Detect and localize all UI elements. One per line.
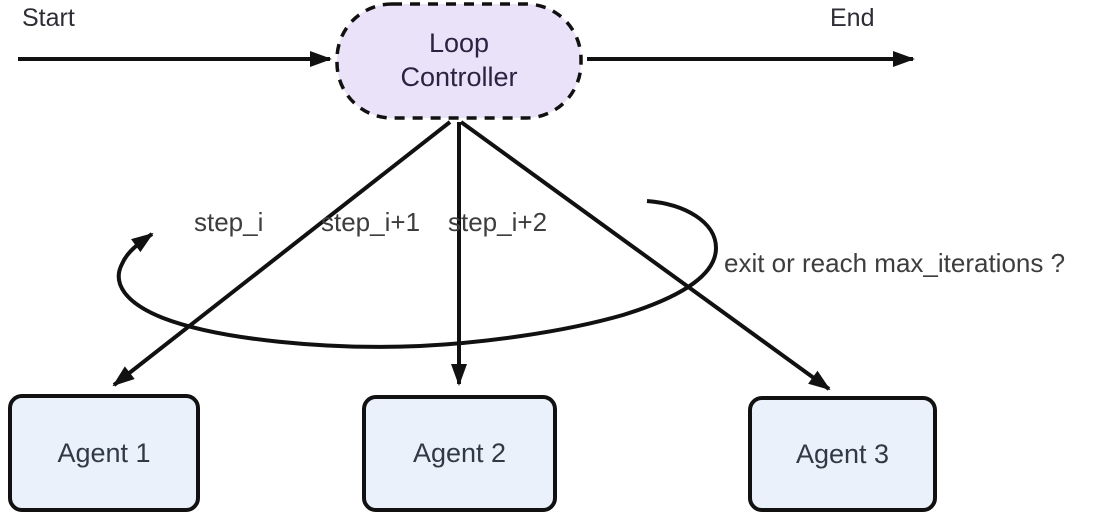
loop-controller-node-shape — [335, 2, 583, 120]
agent1-node: Agent 1 — [8, 394, 200, 512]
edge-controller-to-agent1 — [112, 120, 452, 387]
edge-label-step-i1: step_i+1 — [321, 207, 421, 237]
start-label: Start — [22, 4, 75, 32]
agent3-label: Agent 3 — [795, 438, 890, 469]
agent1-label: Agent 1 — [57, 437, 151, 468]
agent2-node: Agent 2 — [362, 395, 557, 512]
agent2-label: Agent 2 — [412, 438, 507, 468]
edge-label-step-i2: step_i+2 — [448, 207, 548, 237]
edge-controller-to-agent3 — [459, 120, 831, 391]
agent3-node: Agent 3 — [748, 396, 937, 512]
loop-condition-label: exit or reach max_iterations ? — [724, 248, 1066, 278]
loop-controller-node: Loop Controller — [337, 4, 581, 118]
end-label: End — [830, 4, 875, 32]
edge-label-step-i: step_i — [194, 207, 264, 237]
loop-controller-label: Loop Controller — [400, 28, 518, 92]
loop-back-edge — [116, 199, 719, 349]
